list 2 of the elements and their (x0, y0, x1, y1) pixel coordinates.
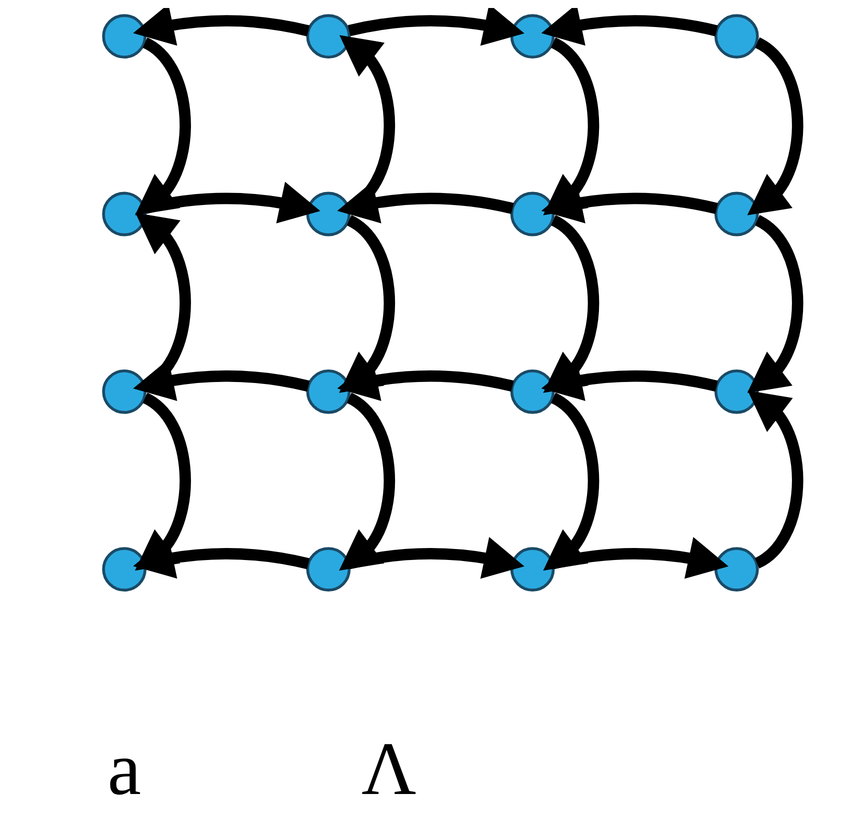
label: Λ (361, 728, 416, 812)
label: a (108, 728, 142, 812)
